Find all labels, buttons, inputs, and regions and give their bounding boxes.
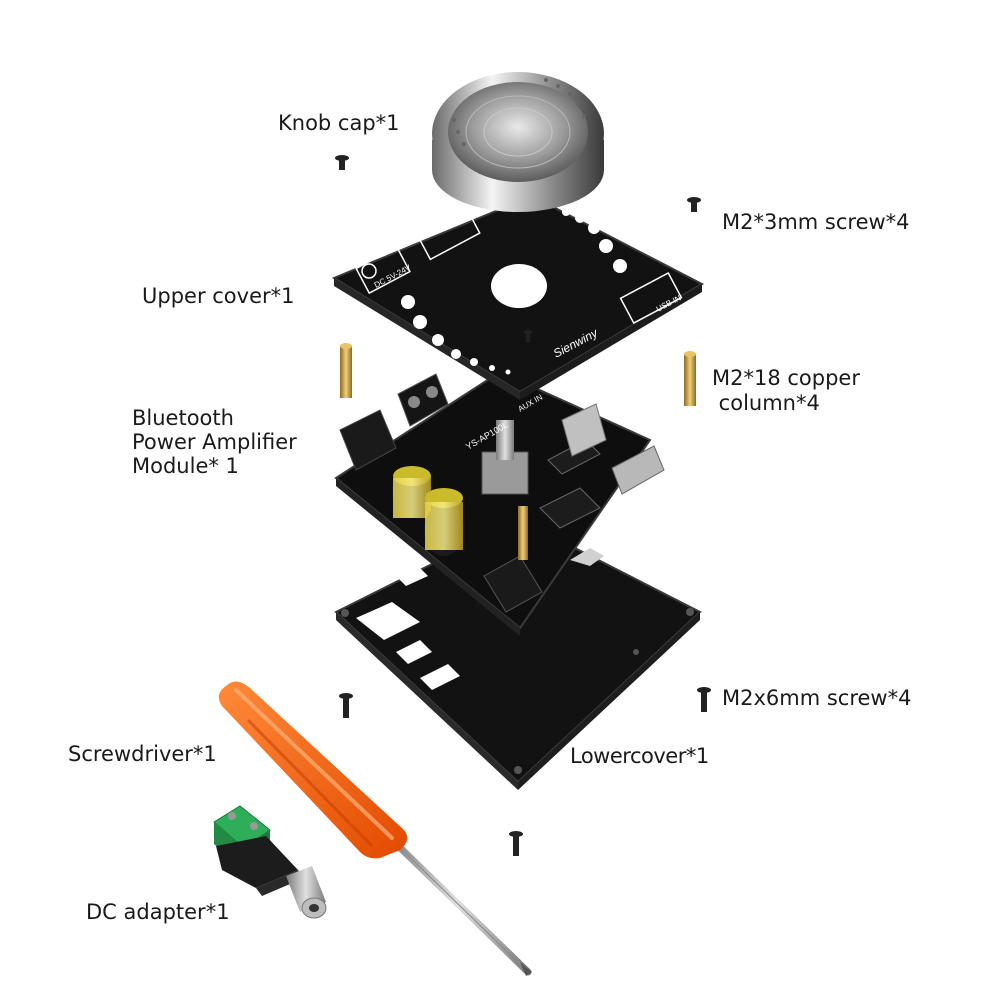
copper-column	[340, 343, 352, 398]
dc-adapter	[213, 805, 327, 919]
m2x6mm-screw-label: M2x6mm screw*4	[722, 686, 912, 710]
screwdriver	[218, 681, 532, 976]
amplifier-module-label: Bluetooth Power Amplifier Module* 1	[132, 406, 297, 478]
m2-3mm-screw	[523, 330, 533, 342]
copper-column	[684, 351, 696, 406]
capacitor	[424, 488, 464, 556]
upper-cover: DC 5V-24V USB IN Sienwiny YS-AP100L	[331, 194, 705, 400]
m2x6mm-screw	[339, 693, 353, 718]
capacitor	[392, 466, 432, 518]
m2-3mm-screw	[335, 155, 349, 170]
copper-column-label: M2*18 copper column*4	[712, 366, 860, 415]
knob-cap-label: Knob cap*1	[278, 111, 400, 135]
amplifier-module: YS-AP100L AUX IN	[334, 370, 665, 636]
m2x6mm-screw	[509, 831, 523, 856]
lower-cover	[334, 518, 702, 790]
m2-3mm-screw-label: M2*3mm screw*4	[722, 210, 910, 234]
m2-3mm-screw	[687, 197, 701, 212]
knob-cap	[432, 72, 604, 212]
upper-cover-label: Upper cover*1	[142, 284, 295, 308]
dc-adapter-label: DC adapter*1	[86, 900, 230, 924]
m2x6mm-screw	[697, 687, 711, 712]
lower-cover-label: Lowercover*1	[570, 744, 709, 768]
screwdriver-label: Screwdriver*1	[68, 742, 217, 766]
